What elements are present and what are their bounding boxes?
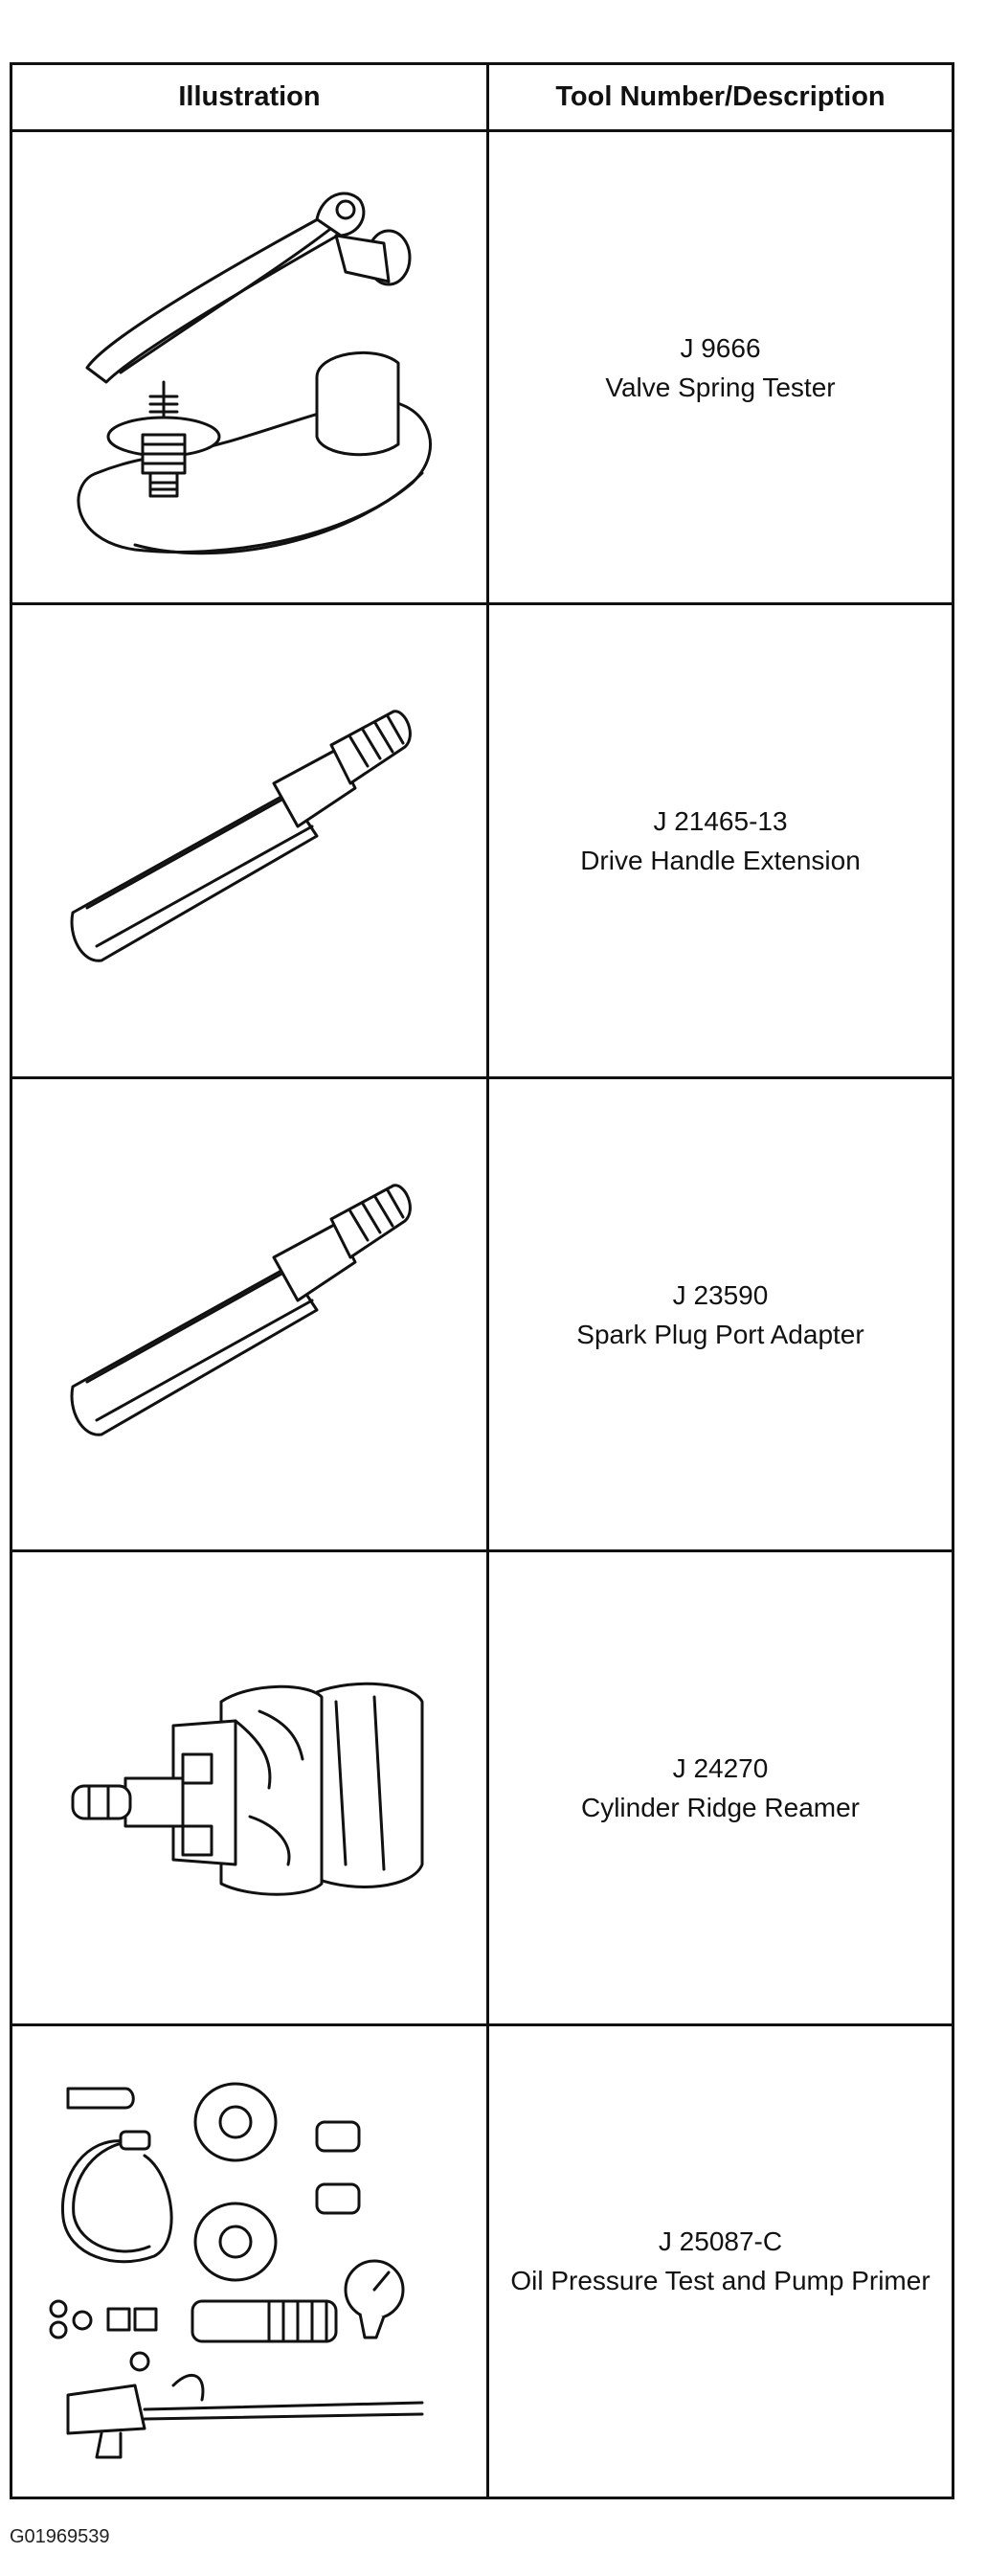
- drive-handle-extension-icon: [70, 710, 412, 962]
- tool-name: Valve Spring Tester: [605, 372, 836, 402]
- tool-number: J 24270: [672, 1752, 769, 1783]
- illustration-cell: [12, 1078, 489, 1550]
- tool-number: J 21465-13: [653, 806, 788, 837]
- tool-description-cell: J 23590 Spark Plug Port Adapter: [489, 1079, 952, 1549]
- tool-description-cell: J 25087-C Oil Pressure Test and Pump Pri…: [489, 2026, 952, 2497]
- tool-description-cell: J 24270 Cylinder Ridge Reamer: [489, 1552, 952, 2022]
- oil-pressure-test-kit-icon: [49, 2082, 423, 2459]
- spark-plug-port-adapter-icon: [70, 1184, 412, 1436]
- tool-description-cell: J 21465-13 Drive Handle Extension: [489, 605, 952, 1075]
- tool-name: Cylinder Ridge Reamer: [580, 1792, 860, 1822]
- table-row: J 23590 Spark Plug Port Adapter: [12, 1078, 952, 1553]
- header-tool-description: Tool Number/Description: [555, 81, 886, 112]
- illustration-cell: [12, 2025, 489, 2497]
- tool-name: Spark Plug Port Adapter: [576, 1319, 864, 1349]
- tool-name: Oil Pressure Test and Pump Primer: [510, 2266, 931, 2296]
- table-row: J 24270 Cylinder Ridge Reamer: [12, 1552, 952, 2026]
- table-header: Illustration Tool Number/Description: [12, 65, 952, 132]
- tool-number: J 25087-C: [658, 2226, 783, 2257]
- tool-number: J 23590: [672, 1279, 769, 1310]
- table-row: J 21465-13 Drive Handle Extension: [12, 605, 952, 1079]
- illustration-cell: [12, 605, 489, 1076]
- valve-spring-tester-icon: [76, 192, 432, 554]
- figure-id: G01969539: [10, 2526, 110, 2547]
- table-row: J 9666 Valve Spring Tester: [12, 132, 952, 606]
- tool-description-cell: J 9666 Valve Spring Tester: [489, 132, 952, 602]
- tool-name: Drive Handle Extension: [580, 846, 861, 876]
- tool-table: Illustration Tool Number/Description: [10, 62, 954, 2499]
- table-row: J 25087-C Oil Pressure Test and Pump Pri…: [12, 2025, 952, 2497]
- header-illustration: Illustration: [12, 65, 489, 129]
- illustration-cell: [12, 132, 489, 603]
- cylinder-ridge-reamer-icon: [71, 1682, 423, 1896]
- illustration-cell: [12, 1552, 489, 2023]
- tool-number: J 9666: [680, 332, 761, 363]
